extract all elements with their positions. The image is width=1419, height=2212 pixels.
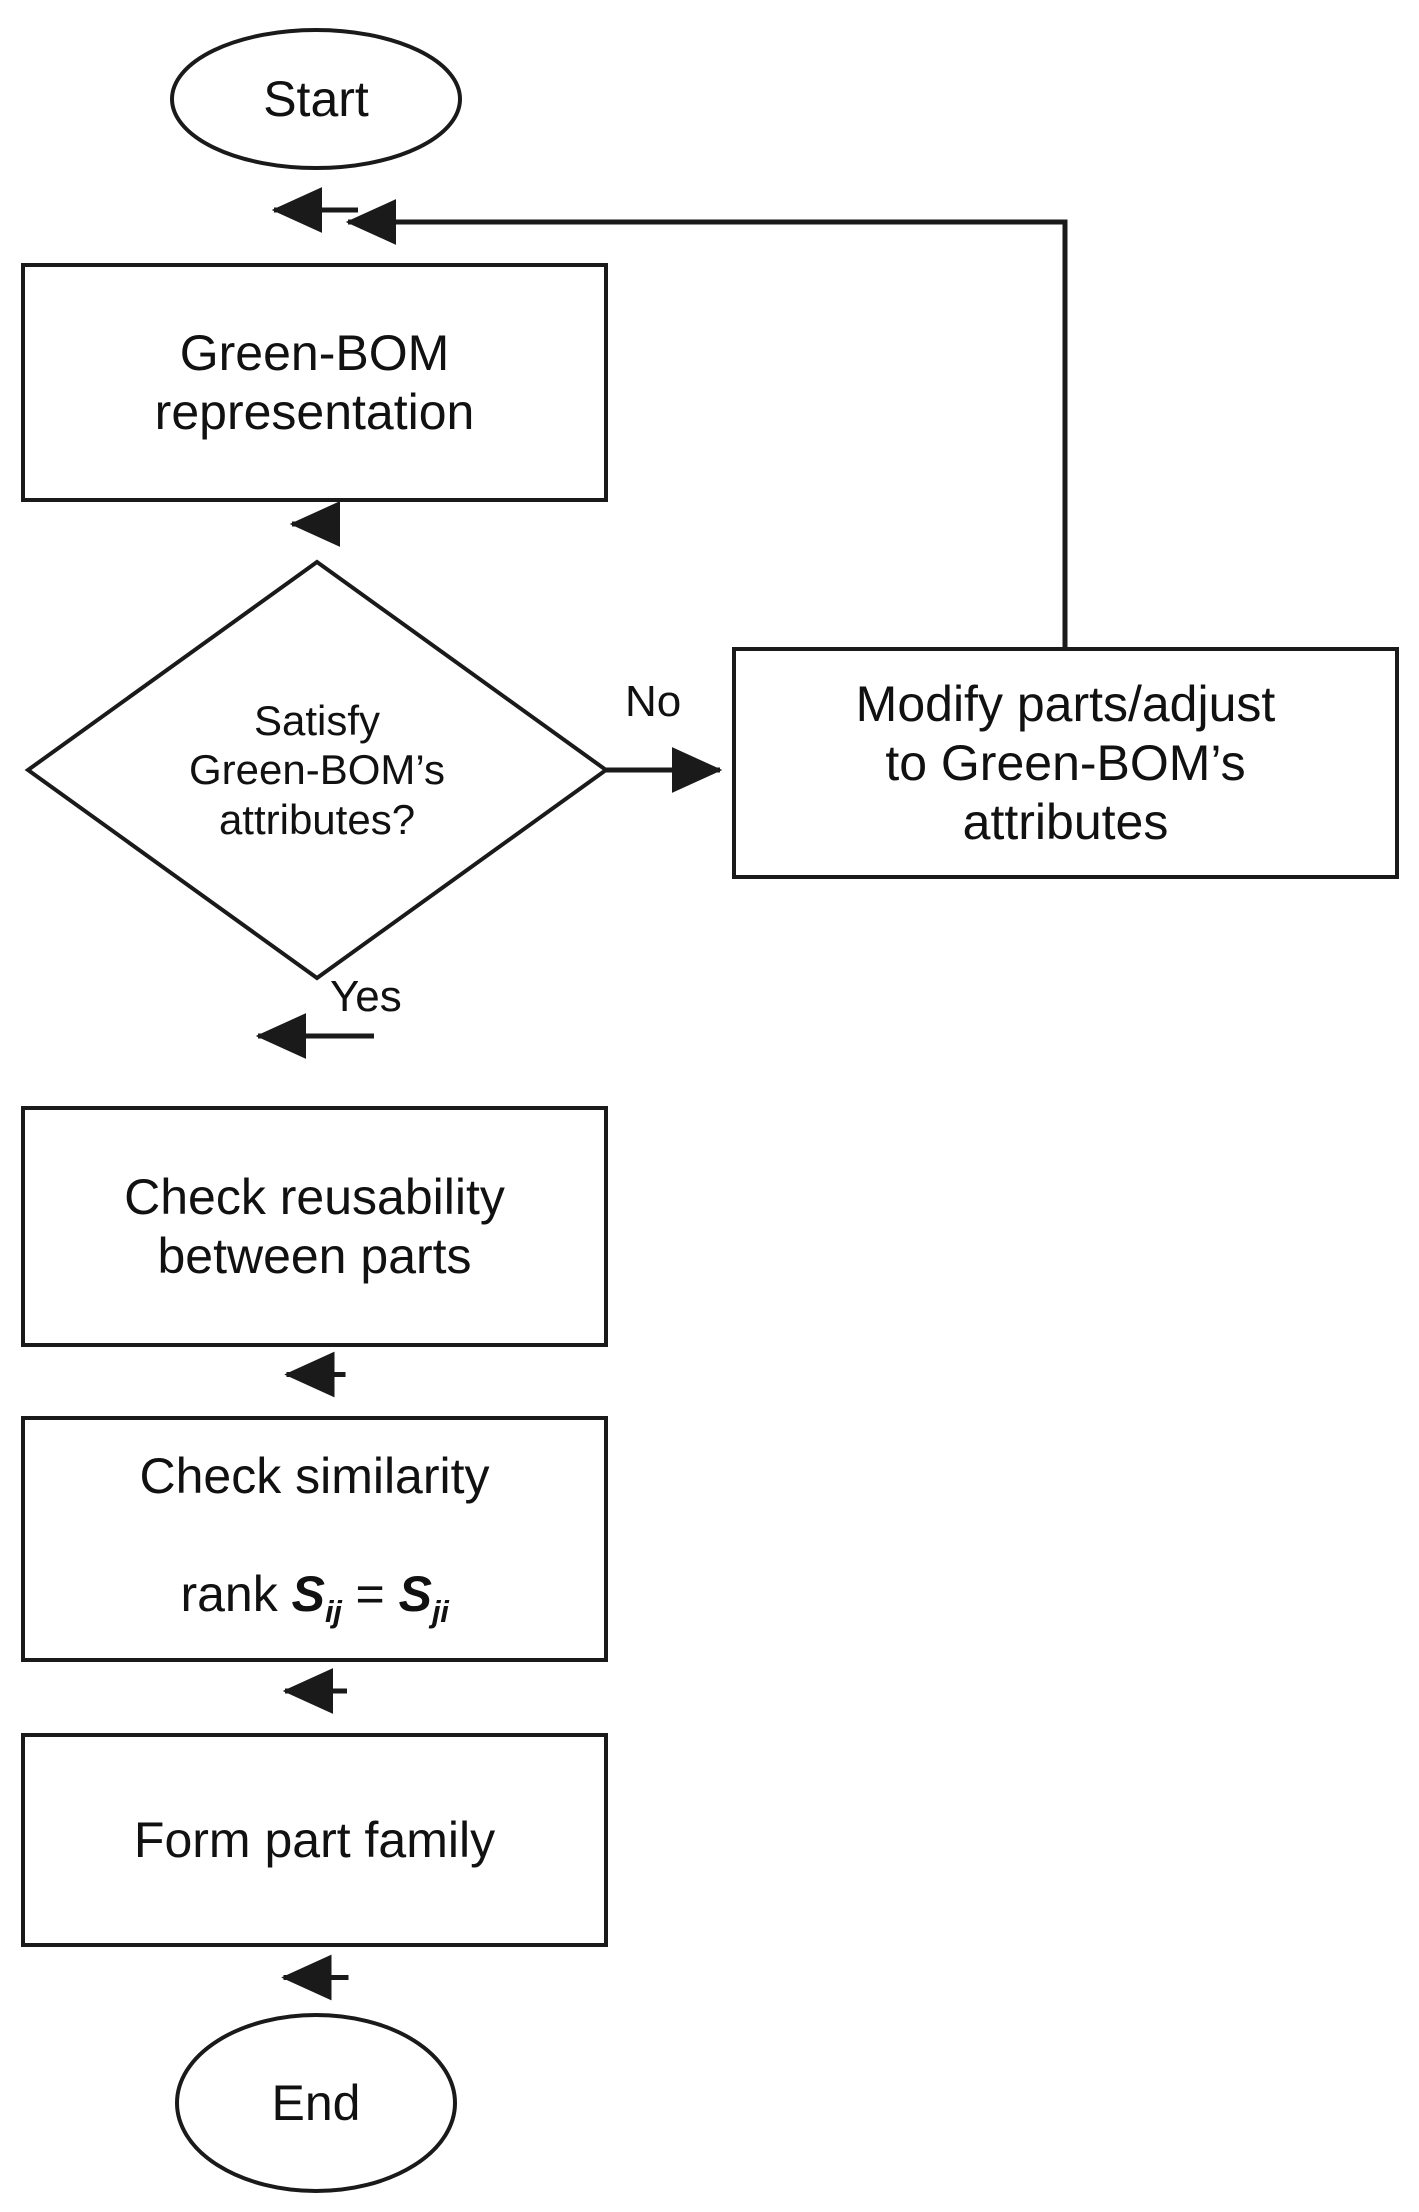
edge-label-no: No — [625, 677, 682, 726]
end-terminator-shape — [175, 2013, 457, 2193]
green-bom-process-shape — [21, 263, 608, 502]
start-terminator-shape — [170, 28, 462, 170]
check-reusability-process-shape — [21, 1106, 608, 1347]
decision-diamond-shape — [24, 559, 610, 981]
edge-modify-feedback-to-greenbom — [345, 199, 1068, 649]
edge-label-yes: Yes — [330, 972, 402, 1021]
check-similarity-process-shape — [21, 1416, 608, 1662]
form-part-family-process-shape — [21, 1733, 608, 1947]
modify-process-shape — [732, 647, 1399, 879]
